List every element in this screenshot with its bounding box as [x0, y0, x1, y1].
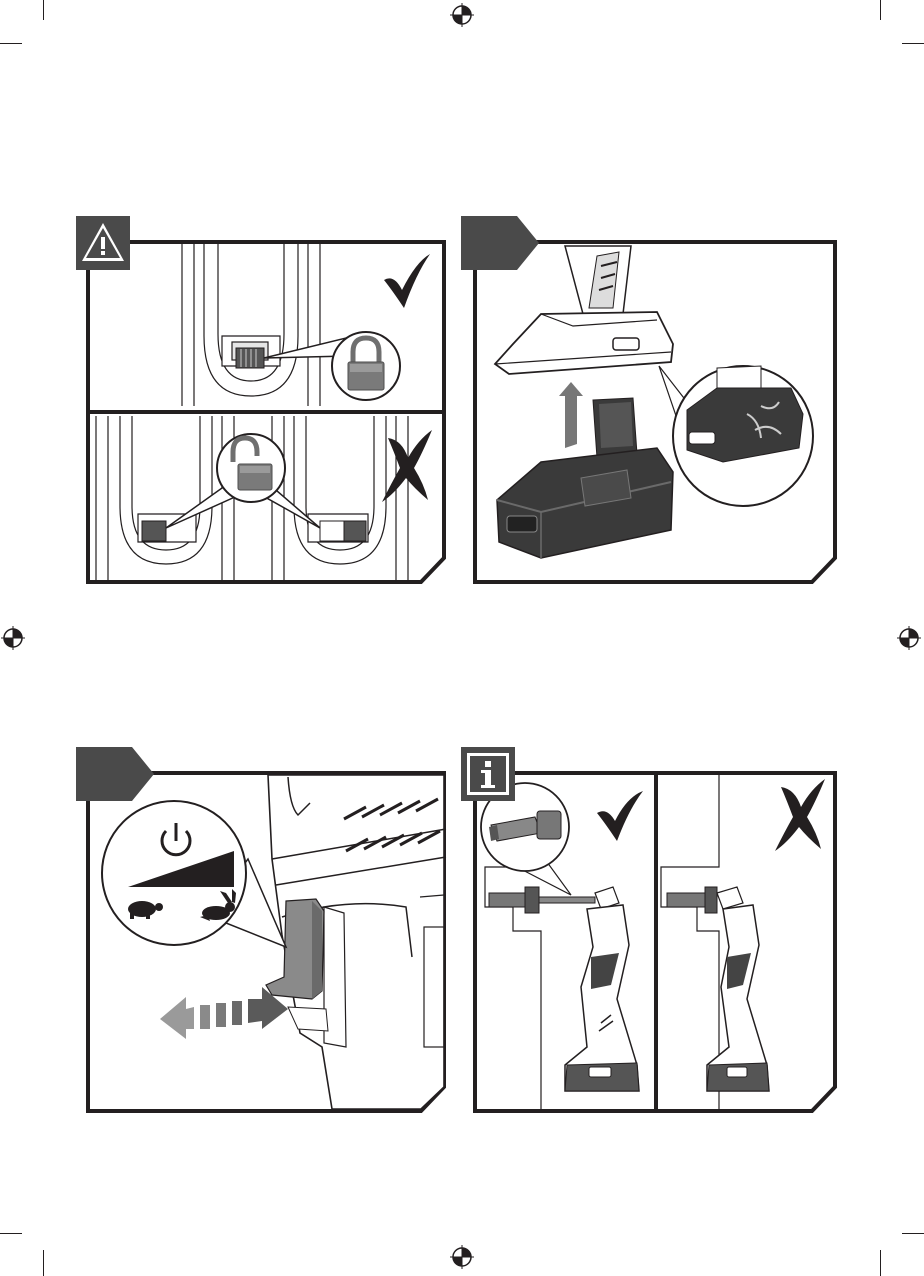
- trigger-panel-illustration: [76, 747, 456, 1115]
- registration-mark-bottom: [450, 1245, 474, 1269]
- step-badge: [76, 747, 156, 801]
- crop-mark: [880, 0, 881, 20]
- extension-panel-illustration: [461, 747, 839, 1115]
- crop-mark: [902, 1233, 924, 1234]
- registration-mark-left: [1, 626, 25, 650]
- registration-mark-top: [450, 3, 474, 27]
- battery-panel-illustration: [461, 216, 839, 586]
- step-badge: [461, 216, 541, 270]
- battery-panel: [461, 216, 839, 586]
- crop-mark: [0, 1233, 22, 1234]
- warning-triangle-icon: [76, 216, 130, 270]
- crop-mark: [43, 1250, 44, 1276]
- info-icon: [461, 747, 515, 801]
- crop-mark: [43, 0, 44, 20]
- lock-panel-illustration: [76, 216, 456, 586]
- extension-panel: [461, 747, 839, 1115]
- crop-mark: [902, 43, 924, 44]
- registration-mark-right: [897, 626, 921, 650]
- crop-mark: [880, 1250, 881, 1276]
- crop-mark: [0, 43, 22, 44]
- lock-panel: [76, 216, 456, 586]
- trigger-panel: [76, 747, 456, 1115]
